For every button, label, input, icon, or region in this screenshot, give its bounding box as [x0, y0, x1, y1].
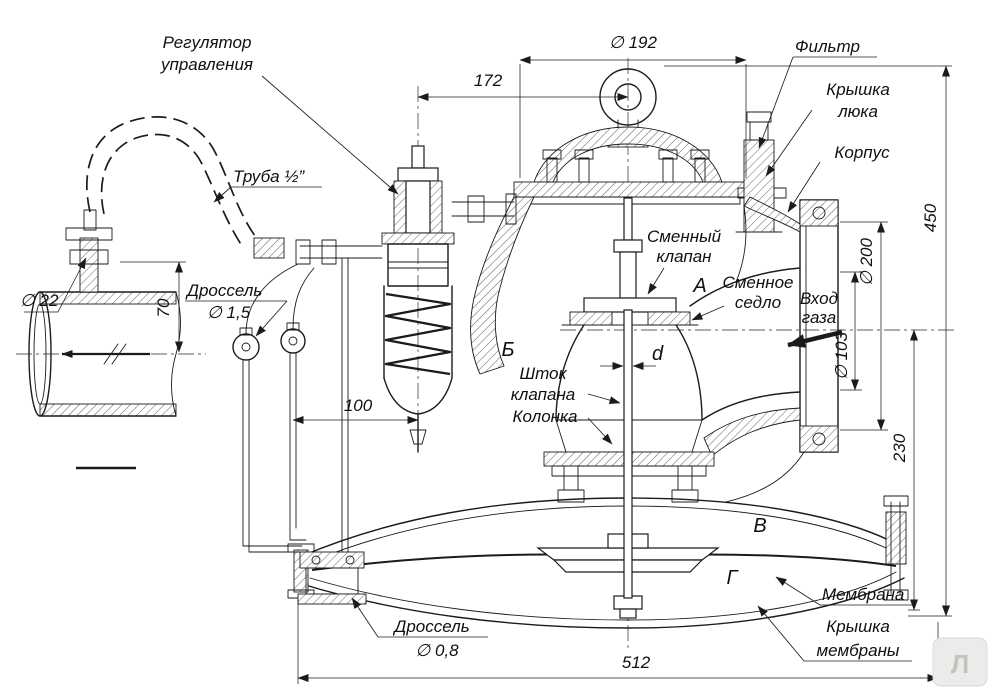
bottom-throttle-bracket — [297, 551, 367, 605]
replaceable-valve-assembly — [555, 197, 703, 421]
callout-pipe-half-inch: Труба ½” — [213, 167, 322, 203]
dim-dia22-text: ∅ 22 — [20, 291, 59, 310]
dim-dia200: ∅ 200 — [840, 221, 888, 431]
label-body: Корпус — [834, 143, 890, 162]
label-column: Колонка — [513, 407, 578, 426]
callout-replaceable-seat: Сменное седло — [691, 273, 794, 321]
label-throttle-top-value: ∅ 1,5 — [207, 303, 251, 322]
dim-dia192: ∅ 192 — [519, 33, 747, 178]
impulse-pipe-fitting — [65, 209, 113, 293]
callout-body: Корпус — [787, 143, 890, 213]
watermark-logo: Л — [932, 637, 988, 687]
zone-g: Г — [727, 567, 740, 589]
callout-membrane-cover: Крышка мембраны — [757, 605, 912, 662]
callout-throttle-top: Дроссель ∅ 1,5 — [185, 281, 288, 337]
dim-172-text: 172 — [474, 71, 503, 90]
label-hatch-cover-line2: люка — [837, 102, 878, 121]
callout-throttle-bottom: Дроссель ∅ 0,8 — [351, 597, 488, 660]
flexible-tube — [86, 116, 259, 247]
callout-column: Колонка — [513, 407, 613, 445]
dim-100: 100 — [292, 396, 419, 424]
label-throttle-bottom-value: ∅ 0,8 — [415, 641, 459, 660]
valve-stem-rod — [623, 309, 633, 599]
zone-a: А — [692, 275, 706, 297]
dim-450-text: 450 — [921, 203, 940, 232]
label-throttle-bottom: Дроссель — [392, 617, 469, 636]
callout-filter: Фильтр — [758, 37, 877, 149]
gas-inlet-arrow — [787, 329, 843, 348]
callout-membrane: Мембрана — [775, 576, 916, 606]
dim-230: 230 — [890, 329, 920, 611]
throttle-valve-2 — [280, 267, 315, 541]
label-valve-stem-line1: Шток — [519, 364, 567, 383]
label-membrane-cover-line1: Крышка — [826, 617, 890, 636]
membrane-right-flange — [883, 495, 909, 601]
dim-dia103: ∅ 103 — [832, 271, 862, 391]
flange-bolts — [542, 149, 710, 183]
zone-d-text: d — [652, 343, 664, 365]
membrane-center-discs — [536, 533, 720, 619]
dim-d: d — [600, 343, 664, 370]
label-replaceable-valve-line1: Сменный — [647, 227, 722, 246]
outlet-pipe — [28, 291, 181, 417]
callout-valve-stem: Шток клапана — [511, 364, 621, 405]
label-control-regulator-line2: управления — [160, 55, 253, 74]
label-hatch-cover-line1: Крышка — [826, 80, 890, 99]
pilot-pipe-left — [253, 237, 383, 265]
dim-512-text: 512 — [622, 653, 651, 672]
label-filter: Фильтр — [795, 37, 860, 56]
dim-450: 450 — [664, 65, 952, 617]
callout-gas-inlet: Вход газа — [800, 289, 838, 327]
label-gas-inlet-line2: газа — [802, 308, 836, 327]
callout-hatch-cover: Крышка люка — [765, 80, 890, 177]
impulse-tube-main — [341, 257, 349, 553]
callout-replaceable-valve: Сменный клапан — [647, 227, 722, 295]
label-replaceable-valve-line2: клапан — [656, 247, 712, 266]
gas-inlet-flange — [799, 199, 839, 453]
body-walls — [470, 196, 805, 503]
label-replaceable-seat-line1: Сменное — [722, 273, 793, 292]
dim-172: 172 — [417, 71, 629, 101]
label-throttle-top: Дроссель — [185, 281, 262, 300]
callout-control-regulator: Регулятор управления — [160, 33, 399, 195]
zone-letters: А Б В Г — [501, 275, 766, 589]
label-pipe-half-inch: Труба ½” — [233, 167, 306, 186]
label-replaceable-seat-line2: седло — [735, 293, 781, 312]
label-valve-stem-line2: клапана — [511, 385, 576, 404]
pilot-pipe-right — [451, 193, 517, 225]
dim-100-text: 100 — [344, 396, 373, 415]
dim-dia200-text: ∅ 200 — [857, 238, 876, 286]
throttle-valve-1 — [232, 263, 303, 553]
dim-dia103-text: ∅ 103 — [832, 332, 851, 380]
watermark-letter: Л — [951, 649, 969, 679]
zone-v: В — [753, 515, 766, 537]
dim-70: 70 — [120, 261, 186, 353]
dim-70-text: 70 — [154, 298, 173, 317]
pilot-control-regulator — [381, 145, 455, 453]
dim-dia22: ∅ 22 — [20, 257, 87, 313]
dim-dia192-text: ∅ 192 — [609, 33, 657, 52]
zone-b: Б — [501, 339, 514, 361]
label-membrane-cover-line2: мембраны — [817, 641, 900, 660]
dim-230-text: 230 — [890, 433, 909, 463]
dim-512: 512 — [297, 600, 939, 684]
label-gas-inlet-line1: Вход — [800, 289, 838, 308]
label-membrane: Мембрана — [822, 585, 904, 604]
label-control-regulator-line1: Регулятор — [163, 33, 252, 52]
